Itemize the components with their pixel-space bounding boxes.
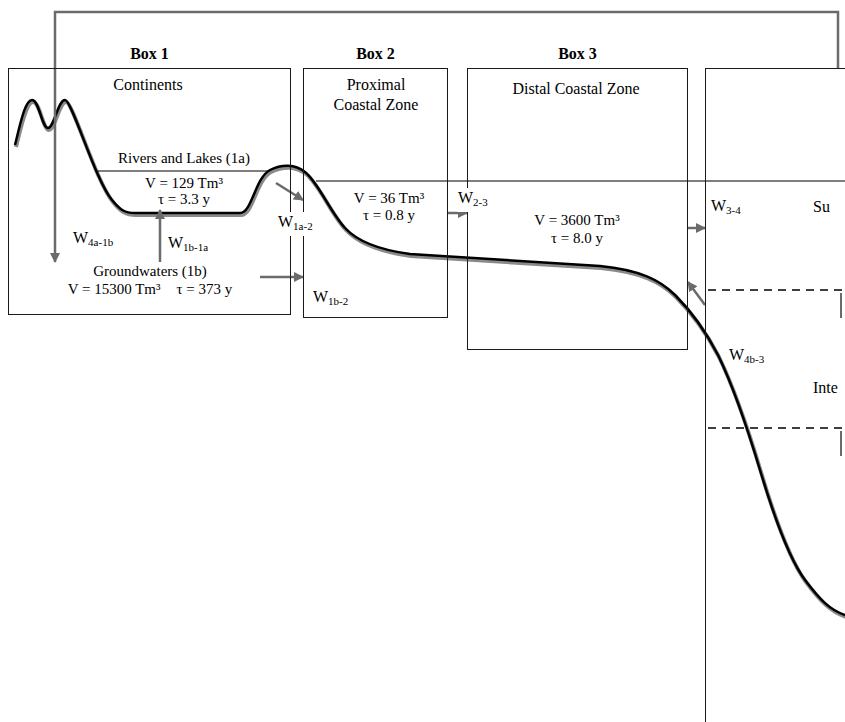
- flux-arrow: [260, 276, 303, 279]
- residence-time: τ = 3.3 y: [92, 191, 276, 207]
- box-heading: Box 2: [304, 44, 447, 64]
- flux-label: W3-4: [710, 196, 742, 220]
- flux-label: W2-3: [457, 188, 489, 212]
- reservoir-region: Rivers and Lakes (1a) V = 129 Tm³τ = 3.3 …: [92, 150, 276, 210]
- model-box: Box 3Distal Coastal ZoneV = 3600 Tm³τ = …: [467, 68, 688, 350]
- model-box: Box 1ContinentsRivers and Lakes (1a)V = …: [8, 68, 291, 315]
- volume-value: V = 3600 Tm³: [502, 211, 652, 229]
- flux-arrow: [159, 210, 162, 262]
- box-title: Continents: [9, 75, 287, 95]
- reservoir-region: Groundwaters (1b)V = 15300 Tm³ τ = 373 y: [40, 262, 260, 301]
- model-box: Box 2Proximal Coastal ZoneV = 36 Tm³τ = …: [303, 68, 448, 318]
- layer-name: Su: [813, 198, 830, 216]
- layer-boundary: [708, 289, 845, 291]
- flux-arrow: [276, 183, 303, 200]
- reservoir-name: Rivers and Lakes (1a): [92, 150, 276, 166]
- volume-value: V = 129 Tm³: [92, 175, 276, 191]
- layer-boundary: [708, 427, 845, 429]
- lake-surface: [98, 170, 268, 171]
- exchange-stub: [840, 293, 842, 318]
- terrain-profile: [15, 100, 845, 615]
- sea-surface: [316, 180, 845, 181]
- box-title: Distal Coastal Zone: [468, 79, 684, 99]
- reservoir-name: Groundwaters (1b): [40, 262, 260, 280]
- residence-time: τ = 0.8 y: [334, 206, 444, 224]
- flux-label: W1b-2: [312, 287, 349, 311]
- layer-name: Inte: [813, 379, 838, 397]
- exchange-stub: [840, 431, 842, 456]
- model-box: SuInte: [705, 68, 845, 722]
- residence-time: τ = 8.0 y: [502, 229, 652, 247]
- flux-arrow: [688, 227, 705, 230]
- box-title: Proximal Coastal Zone: [321, 75, 431, 115]
- volume-value: V = 36 Tm³: [334, 189, 444, 207]
- flux-arrow: [688, 282, 705, 305]
- residence-time: τ = 373 y: [177, 280, 233, 298]
- flux-label: W4b-3: [728, 345, 765, 369]
- flux-label: W1b-1a: [167, 233, 209, 257]
- box-heading: Box 1: [9, 44, 290, 64]
- box-heading: Box 3: [468, 44, 687, 64]
- volume-value: V = 15300 Tm³: [68, 280, 161, 298]
- flux-label: W4a-1b: [72, 228, 114, 252]
- flux-label: W1a-2: [277, 212, 314, 236]
- flux-arrow: [448, 212, 467, 215]
- flux-arrow: [55, 12, 838, 262]
